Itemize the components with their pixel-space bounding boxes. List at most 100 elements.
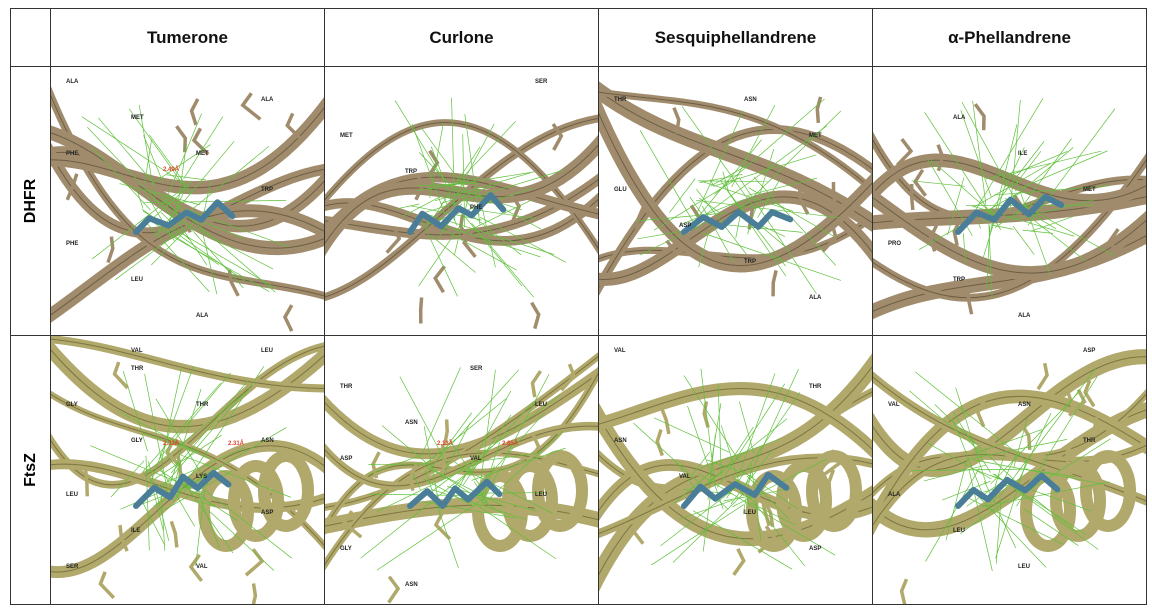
interaction-line xyxy=(635,212,727,222)
interaction-line xyxy=(158,372,231,459)
interaction-line xyxy=(141,499,166,546)
residue-side-chain xyxy=(175,125,188,153)
interaction-line xyxy=(639,130,699,232)
interaction-line xyxy=(973,163,1051,208)
column-header: Tumerone xyxy=(50,8,325,67)
residue-label: ASN xyxy=(614,438,627,444)
interaction-line xyxy=(963,233,966,263)
interaction-line xyxy=(1022,229,1054,234)
interaction-line xyxy=(381,425,447,480)
interaction-line xyxy=(746,475,790,520)
ribbon-edge xyxy=(325,373,598,455)
interaction-line xyxy=(402,194,444,217)
interaction-line xyxy=(673,468,715,504)
residue-side-chain xyxy=(418,297,424,324)
interaction-line xyxy=(418,152,480,216)
protein-helix xyxy=(472,470,528,552)
interaction-line xyxy=(726,392,801,499)
residue-side-chain xyxy=(440,443,447,471)
residue-label: THR xyxy=(614,97,627,103)
interaction-line xyxy=(696,110,744,215)
residue-side-chain xyxy=(760,499,771,527)
ribbon-edge xyxy=(51,132,324,249)
interaction-line xyxy=(376,463,476,513)
interaction-line xyxy=(692,510,793,570)
interaction-line xyxy=(170,380,249,474)
ribbon-edge xyxy=(325,118,598,298)
interaction-line xyxy=(455,390,512,493)
interaction-line xyxy=(977,495,1047,568)
residue-side-chain xyxy=(896,138,914,167)
interaction-line xyxy=(753,176,837,266)
interaction-line xyxy=(368,463,430,465)
interaction-line xyxy=(161,197,208,266)
interaction-line xyxy=(166,174,206,181)
interaction-line xyxy=(423,169,564,214)
interaction-line xyxy=(155,398,209,485)
interaction-line xyxy=(912,468,1028,471)
protein-structure-svg xyxy=(873,349,1146,604)
residue-side-chain xyxy=(526,434,541,463)
interaction-line xyxy=(730,449,773,505)
residue-side-chain xyxy=(827,469,836,497)
interaction-line xyxy=(461,467,553,514)
interaction-line xyxy=(963,495,1064,545)
interaction-line xyxy=(159,470,238,521)
residue-label: ILE xyxy=(131,528,141,534)
residue-side-chain xyxy=(821,224,838,253)
ribbon-edge xyxy=(51,106,324,189)
interaction-line xyxy=(143,432,196,452)
interaction-line xyxy=(701,180,794,212)
interaction-line xyxy=(696,199,840,219)
interaction-line xyxy=(421,127,476,203)
interaction-line xyxy=(967,439,1068,460)
residue-side-chain xyxy=(285,112,303,141)
residue-side-chain xyxy=(560,363,577,392)
interaction-line xyxy=(973,429,1043,455)
interaction-line xyxy=(480,442,501,501)
residue-side-chain xyxy=(83,470,90,497)
interaction-line xyxy=(1027,108,1116,226)
interaction-line xyxy=(154,434,222,480)
residue-side-chain xyxy=(928,224,939,252)
row-label-cell: FtsZ xyxy=(10,335,51,605)
ribbon-edge xyxy=(599,90,872,224)
interaction-line xyxy=(653,177,739,231)
interaction-line xyxy=(690,451,711,477)
interaction-line xyxy=(430,369,519,468)
residue-side-chain xyxy=(634,205,646,233)
ribbon-edge xyxy=(51,463,324,509)
residue-side-chain xyxy=(169,520,179,548)
row-label-cell: DHFR xyxy=(10,66,51,336)
interaction-line xyxy=(749,502,796,526)
interaction-line xyxy=(961,101,1022,211)
interaction-line xyxy=(208,510,275,571)
interaction-line xyxy=(931,160,999,220)
interaction-line xyxy=(748,187,835,237)
interaction-line xyxy=(146,447,246,492)
residue-label: SER xyxy=(66,564,79,570)
residue-side-chain xyxy=(251,583,258,604)
residue-side-chain xyxy=(341,510,363,539)
residue-label: TRP xyxy=(405,169,417,175)
interaction-line xyxy=(698,473,836,556)
residue-label: GLY xyxy=(66,402,78,408)
interaction-line xyxy=(1016,412,1052,486)
interaction-line xyxy=(142,382,221,473)
residue-label: VAL xyxy=(888,402,900,408)
column-header: Curlone xyxy=(324,8,599,67)
interaction-line xyxy=(1005,147,1025,188)
interaction-line xyxy=(128,108,191,195)
residue-label: GLY xyxy=(131,438,143,444)
residue-side-chain xyxy=(112,361,129,390)
interaction-line xyxy=(1020,203,1115,256)
residue-label: ASP xyxy=(261,510,274,516)
ligand-molecule xyxy=(681,208,794,235)
interaction-line xyxy=(726,426,754,467)
interaction-line xyxy=(995,457,1028,559)
interaction-line xyxy=(955,387,987,485)
